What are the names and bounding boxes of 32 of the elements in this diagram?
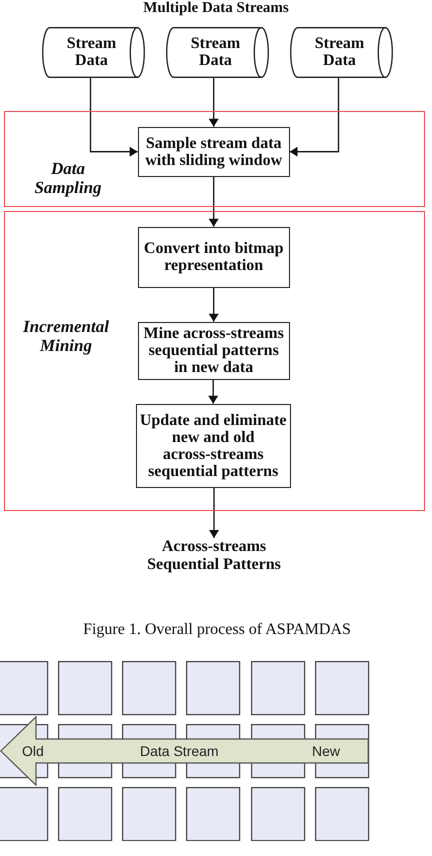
figure-caption: Figure 1. Overall process of ASPAMDAS — [82, 620, 352, 639]
arrow — [290, 78, 340, 157]
process-box — [138, 126, 290, 177]
arrow — [208, 176, 219, 227]
arrow — [208, 380, 218, 404]
arrow-text: Old — [22, 743, 44, 759]
cylinder-node — [42, 27, 145, 78]
stage-frame — [4, 211, 425, 511]
process-text: Update and eliminate new and old across-streams sequential patterns — [138, 412, 288, 480]
process-text: Mine across-streams sequential patterns in new data — [143, 325, 284, 376]
cylinder-label: Stream Data — [66, 35, 118, 69]
arrow — [208, 78, 219, 127]
stage-frame — [4, 111, 425, 207]
cylinder-node — [166, 27, 269, 78]
arrow — [208, 288, 219, 322]
diagram-title: Multiple Data Streams — [142, 0, 290, 17]
stage-heading: Data Sampling — [33, 159, 103, 197]
cylinder-label: Stream Data — [190, 35, 242, 69]
output-text: Across-streams Sequential Patterns — [134, 538, 294, 576]
arrow-text: Data Stream — [140, 743, 219, 759]
block-arrow — [0, 716, 369, 786]
arrow — [209, 488, 219, 538]
process-box — [136, 404, 291, 488]
arrow — [90, 78, 138, 157]
process-text: Sample stream data with sliding window — [144, 134, 284, 169]
process-text: Convert into bitmap representation — [142, 240, 284, 274]
stage-heading: Incremental Mining — [22, 317, 110, 355]
arrow-text: New — [312, 743, 340, 759]
process-box — [138, 322, 290, 380]
cylinder-node — [290, 27, 393, 78]
cylinder-label: Stream Data — [314, 35, 366, 69]
process-box — [138, 226, 290, 288]
